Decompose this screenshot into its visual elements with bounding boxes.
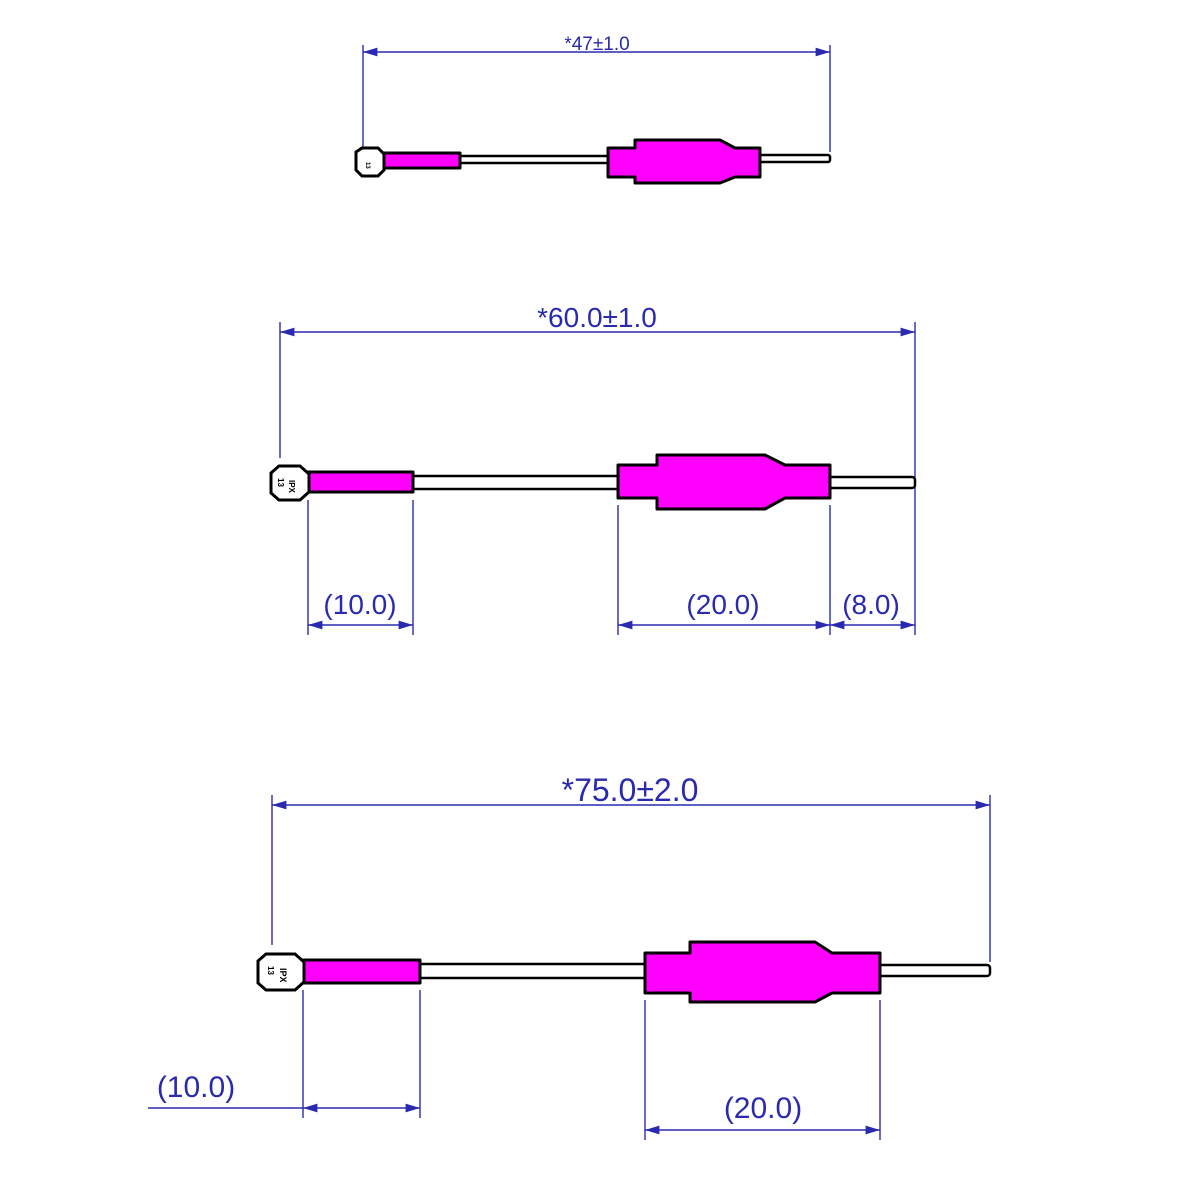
overall-length-label: *47±1.0 <box>564 34 629 55</box>
connector-marking: 13 <box>364 162 370 169</box>
connector-marking: IPX <box>287 480 296 494</box>
antenna-tail <box>753 153 832 164</box>
antenna-47mm: *47±1.0 13 <box>354 34 832 185</box>
cable-sleeve <box>306 470 415 494</box>
antenna-75mm: *75.0±2.0 13 IPX (10.0) (20.0) <box>148 772 992 1140</box>
cable <box>406 474 625 491</box>
sleeve-length-label: (10.0) <box>157 1071 235 1104</box>
cable-sleeve <box>381 151 462 170</box>
ipx-connector <box>269 464 311 502</box>
connector-marking: 13 <box>276 478 285 487</box>
connector-marking: IPX <box>278 968 288 983</box>
cable <box>453 154 617 165</box>
overall-length-label: *75.0±2.0 <box>562 772 699 808</box>
antenna-body <box>606 138 762 185</box>
ipx-connector <box>256 952 306 992</box>
antenna-60mm: *60.0±1.0 13 IPX (10.0) (20.0) (8.0) <box>269 302 917 635</box>
body-length-label: (20.0) <box>686 589 759 620</box>
body-length-label: (20.0) <box>724 1092 802 1125</box>
antenna-tail <box>824 475 917 490</box>
overall-length-label: *60.0±1.0 <box>537 302 657 333</box>
antenna-tail <box>874 963 992 978</box>
cable <box>413 962 652 980</box>
sleeve-length-label: (10.0) <box>323 589 396 620</box>
antenna-body <box>616 453 832 511</box>
antenna-body <box>643 940 882 1004</box>
ipx-connector <box>354 146 386 178</box>
cable-sleeve <box>301 958 422 985</box>
tail-length-label: (8.0) <box>842 589 900 620</box>
connector-marking: 13 <box>266 966 275 975</box>
